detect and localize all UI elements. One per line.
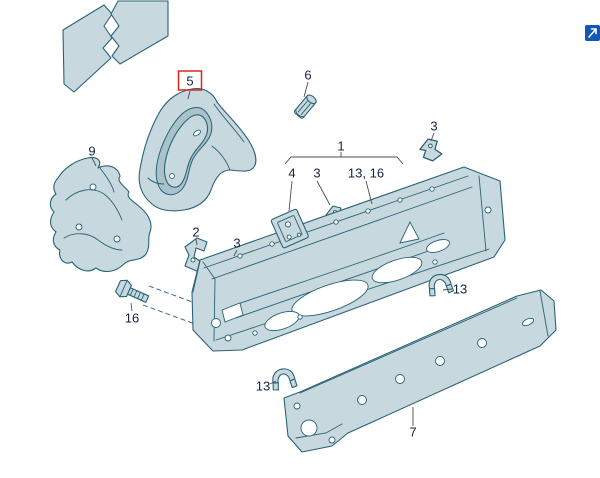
bolt-shank[interactable] xyxy=(127,287,150,303)
part-3-outline[interactable] xyxy=(419,138,443,162)
part-7-bumper-reinforcement[interactable] xyxy=(283,289,557,453)
callout-3-b[interactable]: 3 xyxy=(313,166,320,181)
part-1-details xyxy=(192,175,492,342)
part-9-outline[interactable] xyxy=(49,156,152,273)
part-7-details xyxy=(293,290,549,444)
leader-lines xyxy=(91,81,453,426)
part-5-mounting-bracket[interactable] xyxy=(138,88,257,212)
part-6-pin[interactable] xyxy=(293,93,318,119)
group-1-bracket xyxy=(284,152,404,165)
part-4-details xyxy=(277,215,303,242)
part-panel-section[interactable] xyxy=(62,0,169,93)
part-13-clamp-right[interactable] xyxy=(426,272,454,297)
part-1-rear-panel[interactable] xyxy=(191,166,506,352)
highlight-box-5 xyxy=(177,70,203,91)
part-6-details xyxy=(295,94,317,118)
callout-6[interactable]: 6 xyxy=(304,68,311,83)
part-1-outline[interactable] xyxy=(191,166,506,352)
callout-4[interactable]: 4 xyxy=(288,166,295,181)
callout-2[interactable]: 2 xyxy=(192,225,199,240)
callout-3-c[interactable]: 3 xyxy=(430,119,437,134)
hole xyxy=(190,257,196,263)
part-9-heat-shield[interactable] xyxy=(49,156,152,273)
part-9-details xyxy=(63,167,123,251)
part-7-outline[interactable] xyxy=(283,289,557,453)
hole xyxy=(427,143,433,149)
part-4-outline[interactable] xyxy=(270,208,309,249)
callout-13-right[interactable]: 13 xyxy=(453,282,467,297)
callout-9[interactable]: 9 xyxy=(88,144,95,159)
callout-1[interactable]: 1 xyxy=(337,139,344,154)
nav-arrow-icon[interactable] xyxy=(585,25,600,41)
part-13-details xyxy=(272,378,298,391)
part-16-bolt[interactable] xyxy=(114,278,151,307)
callout-13-lower[interactable]: 13 xyxy=(256,379,270,394)
callout-5[interactable]: 5 xyxy=(186,74,193,89)
panel-section-lower[interactable] xyxy=(62,4,113,93)
panel-section-upper[interactable] xyxy=(110,0,169,65)
callout-13-16[interactable]: 13, 16 xyxy=(348,166,384,181)
callout-16[interactable]: 16 xyxy=(125,311,139,326)
part-5-details xyxy=(147,103,245,196)
callout-7[interactable]: 7 xyxy=(409,425,416,440)
part-13-details xyxy=(428,283,454,297)
part-4-plate[interactable] xyxy=(270,208,309,249)
bolt-threads xyxy=(119,279,145,301)
callout-3-a[interactable]: 3 xyxy=(233,236,240,251)
part-3-clip-c[interactable] xyxy=(419,138,443,162)
part-13-clamp-lower[interactable] xyxy=(270,367,298,391)
